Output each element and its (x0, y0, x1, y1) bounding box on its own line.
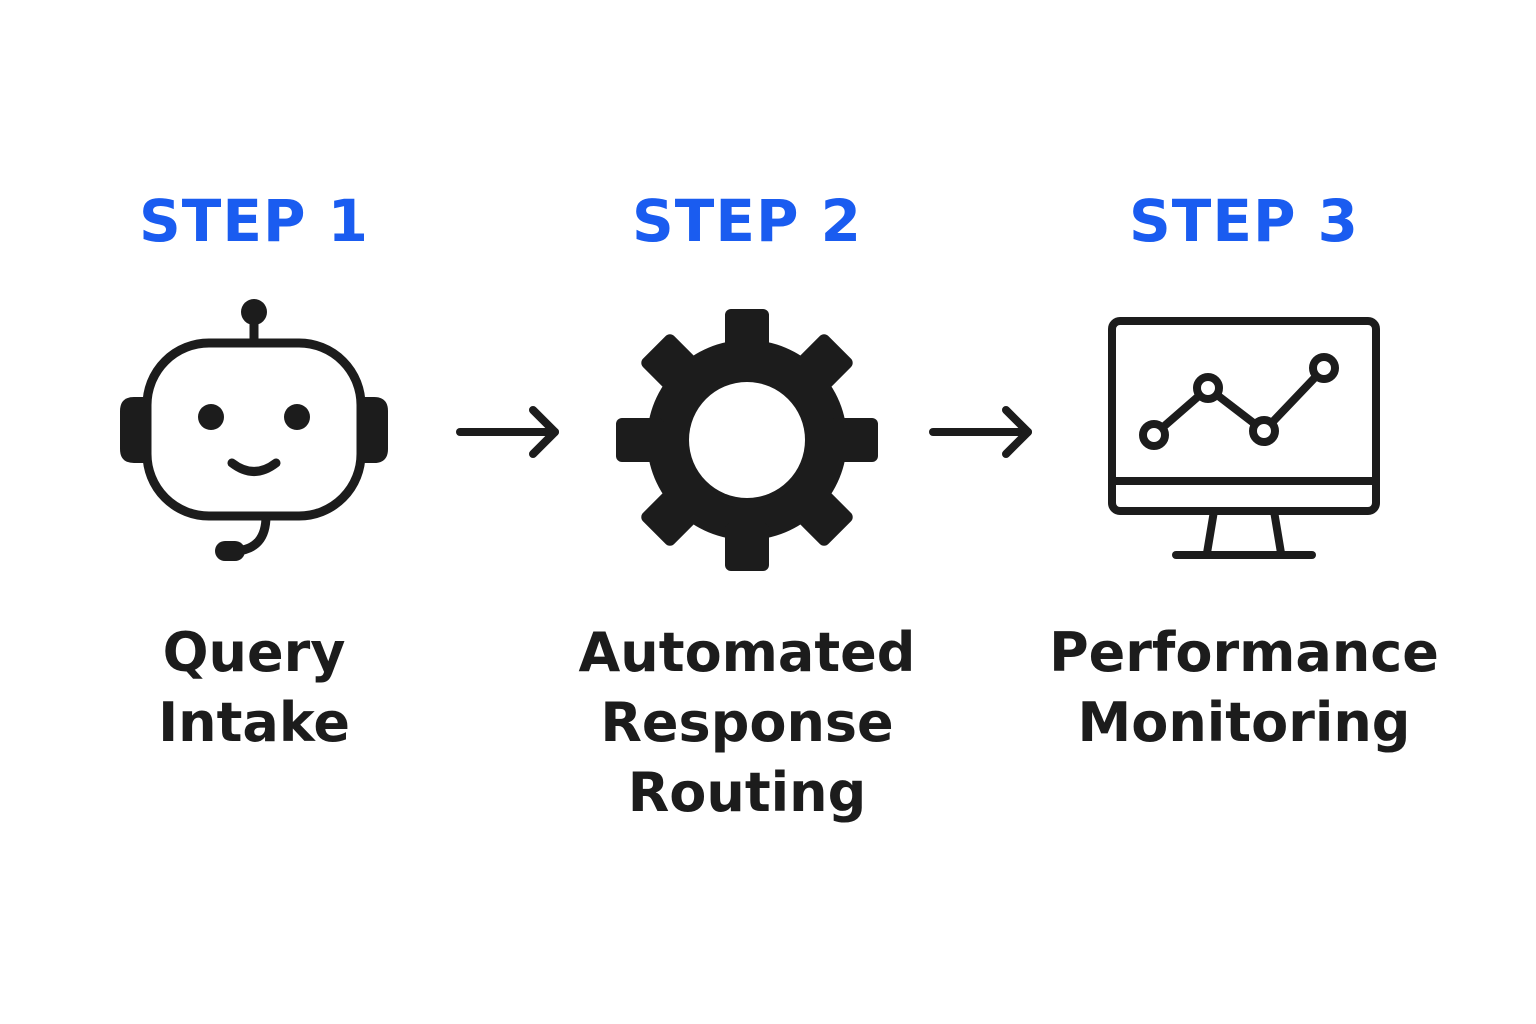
step-2-title: Automated Response Routing (527, 618, 967, 828)
step-3-label: STEP 3 (1128, 187, 1359, 255)
step-1-title-line: Intake (158, 691, 350, 754)
arrow-right-icon (929, 406, 1032, 458)
step-3-title-line: Performance (1049, 621, 1439, 684)
monitor-line-chart-icon (1108, 317, 1380, 559)
step-1: STEP 1 Query Intake (34, 0, 474, 1024)
step-3-title-line: Monitoring (1077, 691, 1411, 754)
gear-icon (616, 309, 878, 571)
step-1-title-line: Query (162, 621, 346, 684)
step-3: STEP 3 Performance Monitoring (1024, 0, 1464, 1024)
step-2-title-line: Routing (627, 761, 867, 824)
step-2-label: STEP 2 (631, 187, 862, 255)
step-2-title-line: Response (600, 691, 894, 754)
arrow-right-icon (456, 406, 559, 458)
robot-headset-icon (120, 299, 388, 561)
step-1-label: STEP 1 (138, 187, 369, 255)
step-3-title: Performance Monitoring (1024, 618, 1464, 758)
step-1-title: Query Intake (34, 618, 474, 758)
step-2-title-line: Automated (578, 621, 916, 684)
step-2: STEP 2 Automated Response Routing (527, 0, 967, 1024)
